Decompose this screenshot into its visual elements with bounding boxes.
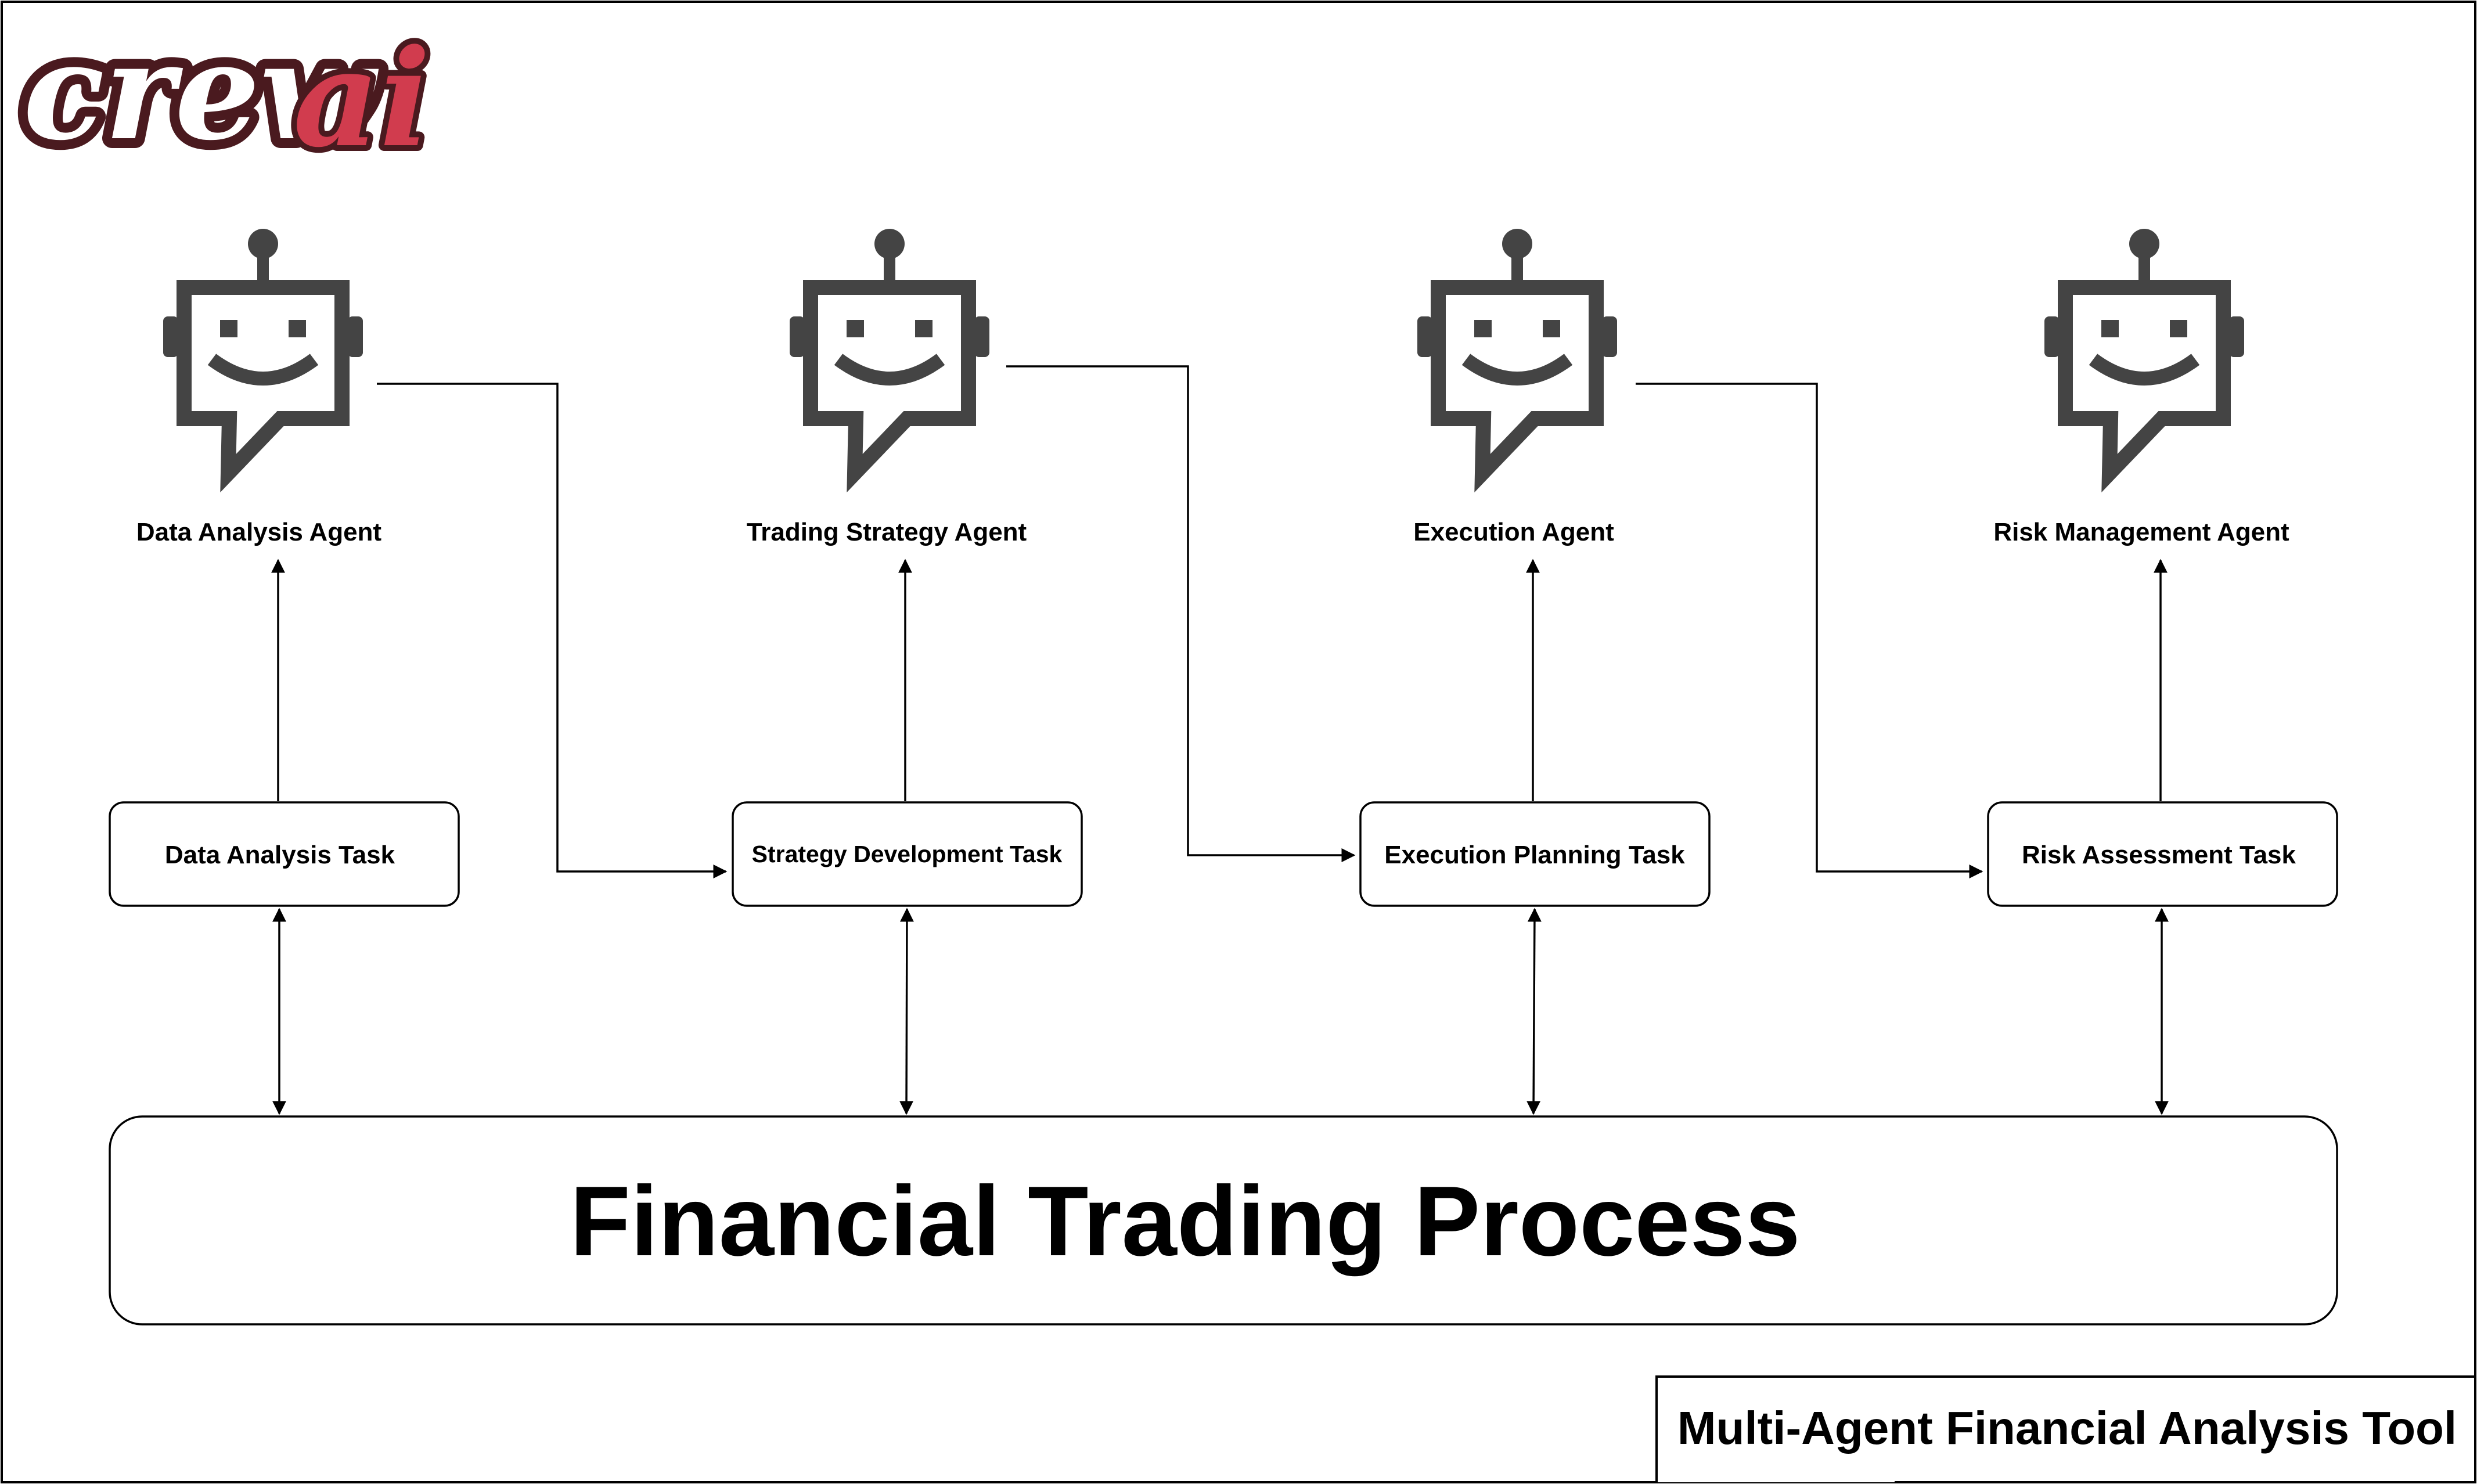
task-label-risk-assessment: Risk Assessment Task <box>2022 841 2296 869</box>
agent-label-data-analysis: Data Analysis Agent <box>136 518 382 546</box>
tool-box-border <box>1655 1375 2475 1482</box>
agent-to-next-task-connector <box>1636 383 1983 878</box>
agent-label-risk-management: Risk Management Agent <box>1993 518 2289 546</box>
task-label-data-analysis: Data Analysis Task <box>165 841 395 869</box>
task-box-strategy-development <box>732 801 1083 907</box>
process-box <box>109 1115 2338 1325</box>
agent-label-execution: Execution Agent <box>1413 518 1614 546</box>
crewai-logo: crew crew ai <box>13 3 436 183</box>
logo-ai-text: ai <box>293 20 430 177</box>
task-box-risk-assessment <box>1987 801 2338 907</box>
task-box-data-analysis <box>109 801 460 907</box>
task-box-execution-planning <box>1359 801 1711 907</box>
agent-label-trading-strategy: Trading Strategy Agent <box>747 518 1027 546</box>
process-task-bidirectional-arrow <box>899 907 914 1115</box>
logo-crew-text: crew <box>23 13 379 170</box>
process-task-bidirectional-arrow <box>1526 907 1542 1115</box>
logo-crew-outline: crew <box>23 13 379 170</box>
tool-box-fill <box>1657 1377 1895 1482</box>
agent-to-next-task-connector <box>377 383 728 878</box>
task-label-execution-planning: Execution Planning Task <box>1384 841 1685 869</box>
agent-to-next-task-connector <box>1006 365 1356 862</box>
tool-name: Multi-Agent Financial Analysis Tool <box>1677 1402 2457 1454</box>
process-title: Financial Trading Process <box>570 1166 1800 1277</box>
task-label-strategy-development: Strategy Development Task <box>752 841 1063 867</box>
